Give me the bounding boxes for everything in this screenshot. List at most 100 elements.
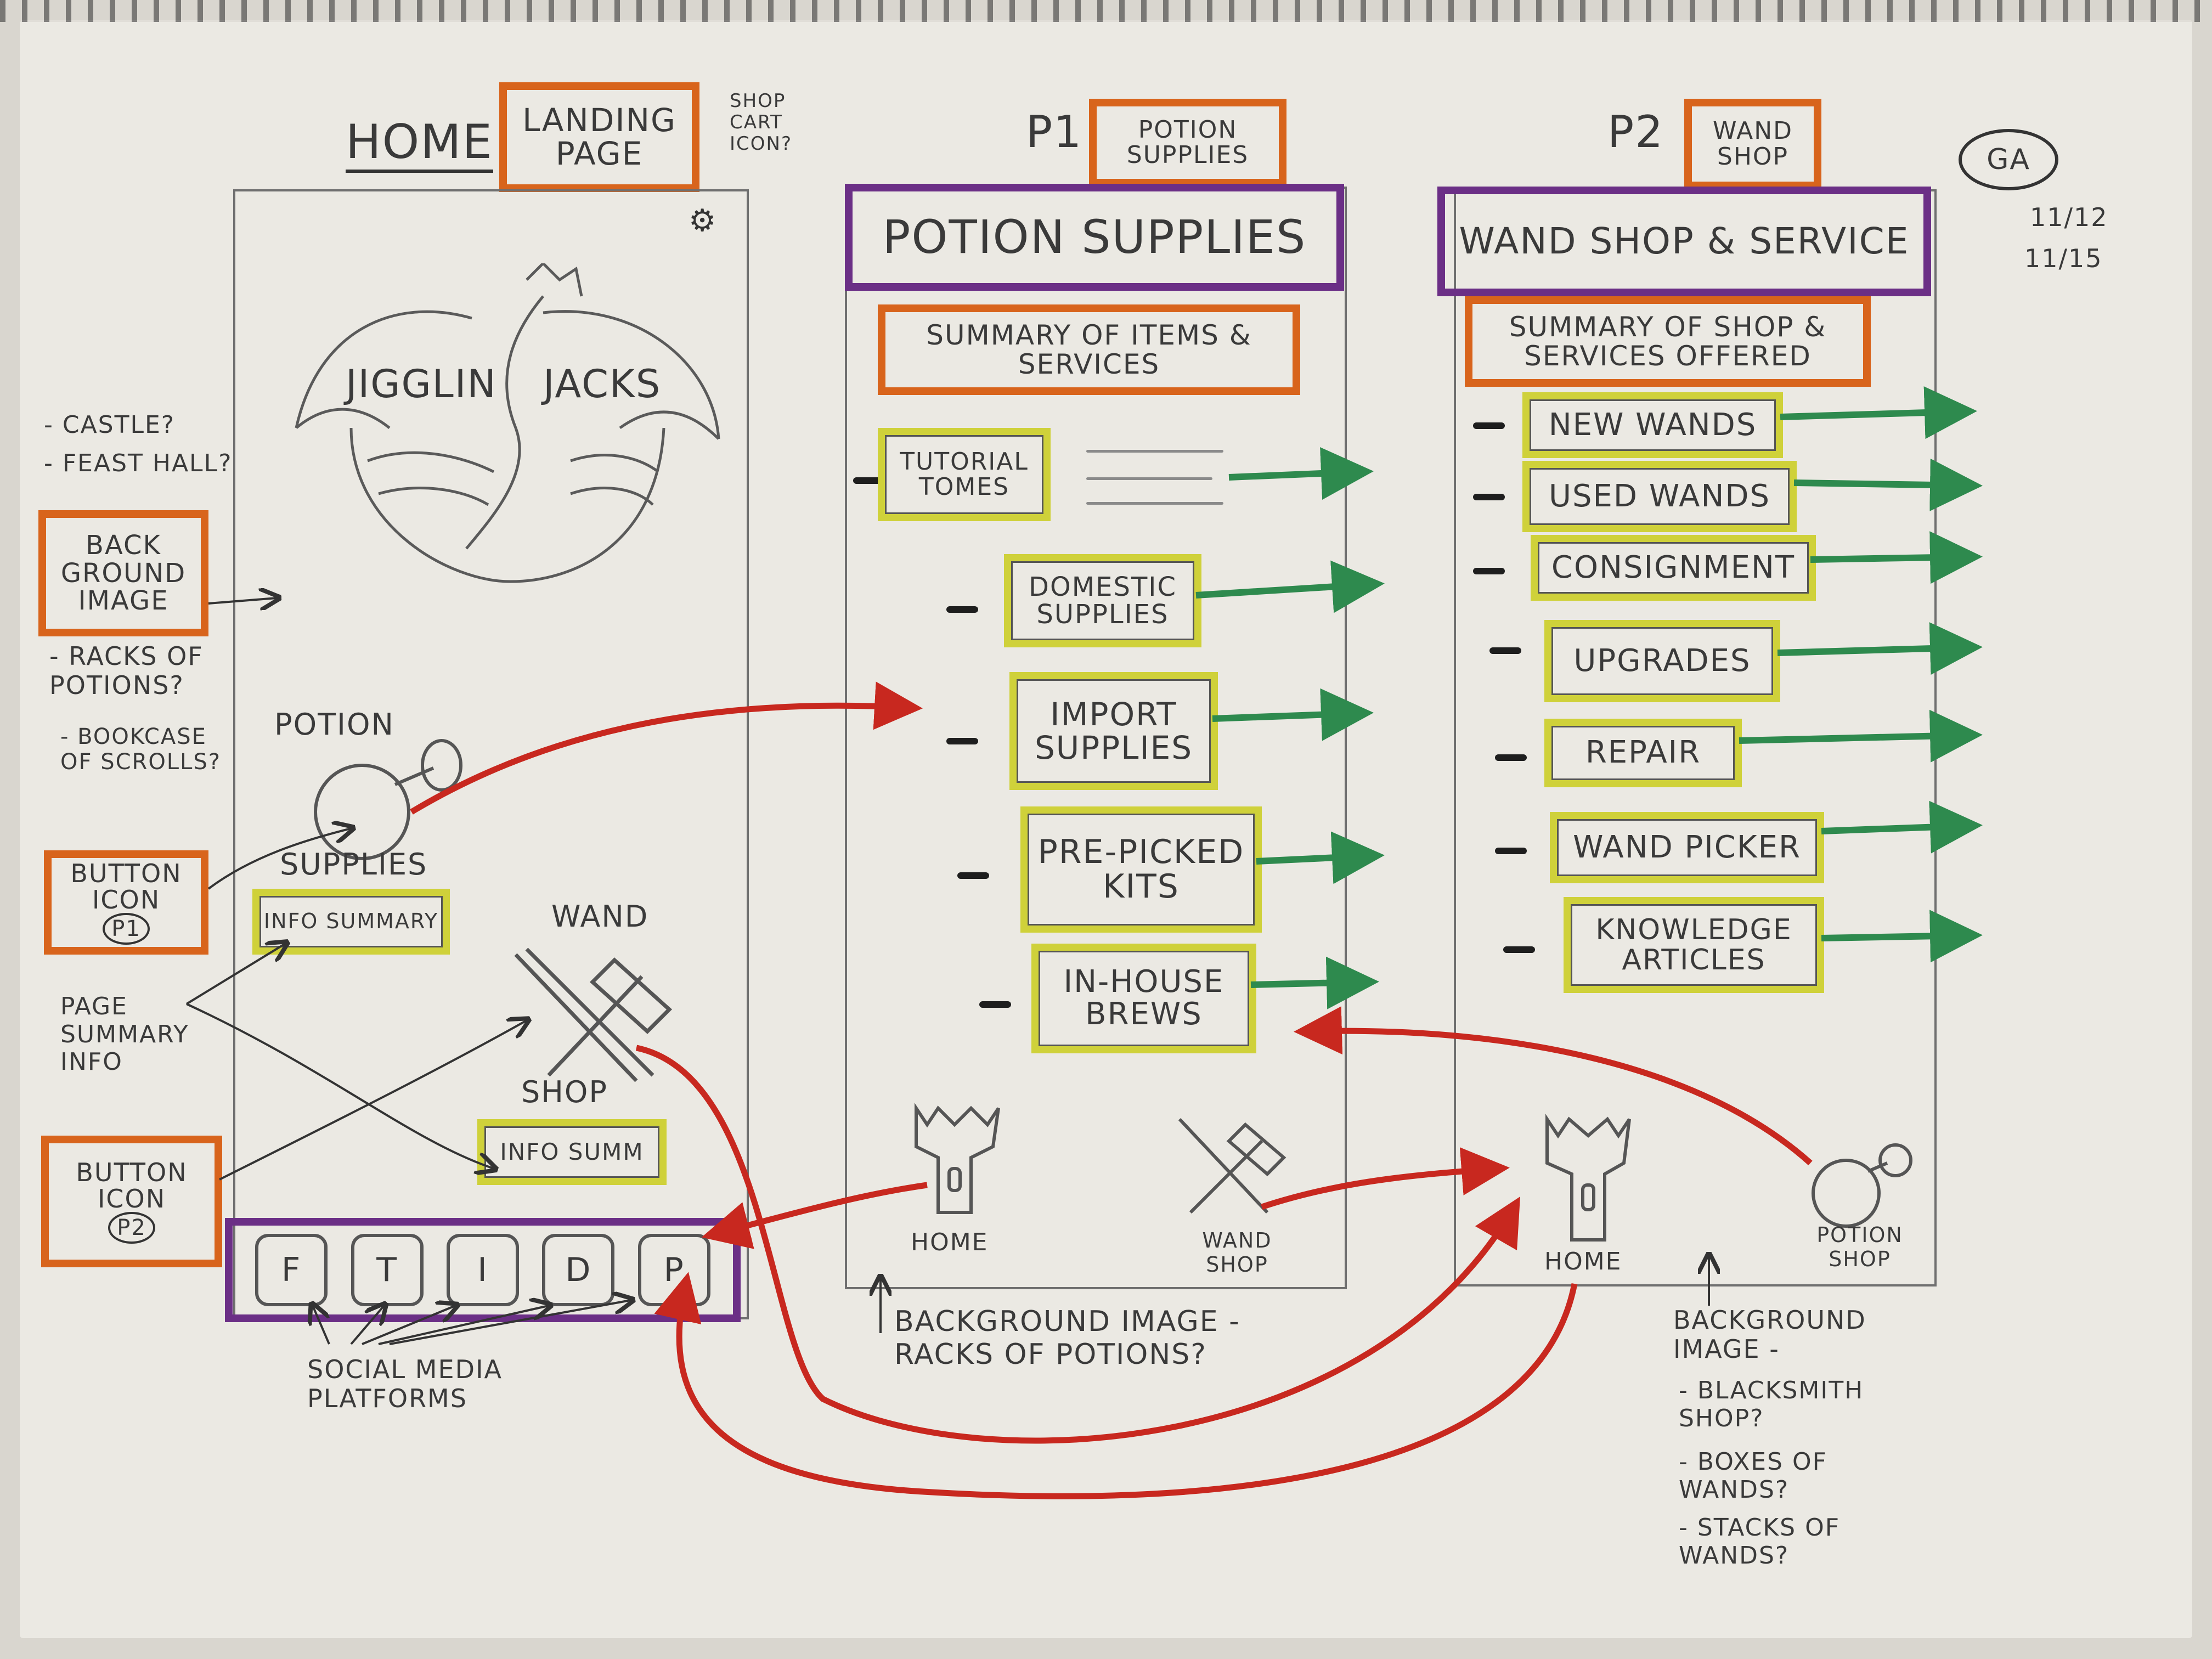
note-button-icon-p2-label: BUTTON ICON bbox=[76, 1157, 188, 1214]
p2-item-upgrades[interactable]: UPGRADES bbox=[1544, 620, 1780, 702]
p2-title-text: WAND SHOP & SERVICE bbox=[1459, 220, 1910, 263]
signature-date-2: 11/15 bbox=[2024, 244, 2103, 273]
p1-green-arrows bbox=[1195, 447, 1385, 1009]
p1-item-import-supplies[interactable]: IMPORT SUPPLIES bbox=[1009, 672, 1218, 790]
red-navigation-arrows bbox=[410, 681, 1813, 1499]
social-icon-3[interactable]: I bbox=[446, 1234, 519, 1306]
potion-flask-icon bbox=[314, 739, 462, 860]
logo-word-jacks: JACKS bbox=[543, 362, 662, 407]
p2-item-used-wands-text: USED WANDS bbox=[1548, 478, 1770, 514]
p1-nav-home-label: HOME bbox=[911, 1228, 989, 1256]
p1-bullet-3 bbox=[946, 738, 978, 744]
signature-date-1: 11/12 bbox=[2030, 202, 2108, 232]
p1-heading: P1 bbox=[1026, 106, 1083, 157]
signature-initials: GA bbox=[1959, 129, 2058, 190]
p1-scribble-3 bbox=[1086, 502, 1223, 505]
p1-bullet-2 bbox=[946, 606, 978, 613]
p2-bullet-7 bbox=[1503, 946, 1535, 953]
p2-summary-text: SUMMARY OF SHOP & SERVICES OFFERED bbox=[1509, 311, 1827, 372]
home-landing-tag-text: LANDING PAGE bbox=[522, 101, 676, 172]
p2-nav-home-button[interactable]: HOME bbox=[1536, 1114, 1646, 1278]
p1-item-import-supplies-text: IMPORT SUPPLIES bbox=[1034, 695, 1193, 766]
note-button-icon-p1-badge: P1 bbox=[103, 913, 150, 945]
p1-item-pre-picked-kits[interactable]: PRE-PICKED KITS bbox=[1020, 806, 1262, 933]
p2-item-wand-picker[interactable]: WAND PICKER bbox=[1550, 812, 1824, 883]
p1-item-tutorial-tomes[interactable]: TUTORIAL TOMES bbox=[878, 428, 1051, 521]
home-info-summary-1: INFO SUMMARY bbox=[252, 889, 450, 955]
potion-button-icon[interactable] bbox=[302, 735, 466, 867]
p2-tag: WAND SHOP bbox=[1684, 99, 1821, 189]
p2-bg-note-1: - BLACKSMITH SHOP? bbox=[1679, 1376, 1864, 1432]
p1-item-domestic-supplies-text: DOMESTIC SUPPLIES bbox=[1029, 571, 1177, 630]
shop-cart-note: SHOP CART ICON? bbox=[730, 90, 793, 155]
social-icon-1[interactable]: F bbox=[255, 1234, 328, 1306]
p2-item-consignment[interactable]: CONSIGNMENT bbox=[1531, 535, 1816, 601]
wand-label-bottom: SHOP bbox=[521, 1075, 608, 1109]
p1-tag-text: POTION SUPPLIES bbox=[1126, 115, 1249, 169]
p1-tag: POTION SUPPLIES bbox=[1089, 99, 1286, 187]
note-background-image-text: BACK GROUND IMAGE bbox=[60, 530, 187, 617]
p1-summary: SUMMARY OF ITEMS & SERVICES bbox=[878, 304, 1300, 395]
p1-item-in-house-brews[interactable]: IN-HOUSE BREWS bbox=[1031, 944, 1256, 1053]
note-button-icon-p1-label: BUTTON ICON bbox=[70, 858, 182, 915]
p2-item-upgrades-text: UPGRADES bbox=[1573, 642, 1751, 679]
p1-title-text: POTION SUPPLIES bbox=[882, 210, 1307, 264]
p2-bullet-6 bbox=[1495, 848, 1527, 854]
home-heading: HOME bbox=[346, 115, 493, 173]
logo-word-jigglin: JIGGLIN bbox=[346, 362, 497, 407]
p1-nav-home-button[interactable]: HOME bbox=[905, 1103, 1004, 1256]
p1-item-pre-picked-kits-text: PRE-PICKED KITS bbox=[1037, 833, 1245, 906]
p1-nav-wand-label: WAND SHOP bbox=[1202, 1228, 1272, 1277]
p2-bg-note-title: BACKGROUND IMAGE - bbox=[1673, 1305, 1866, 1364]
castle-tower-icon bbox=[915, 1103, 1000, 1214]
note-feast-hall: - FEAST HALL? bbox=[44, 449, 233, 477]
wand-shop-button-icon[interactable] bbox=[494, 944, 691, 1092]
p1-scribble-2 bbox=[1086, 477, 1212, 480]
p1-bullet-5 bbox=[979, 1001, 1011, 1008]
wand-hammer-icon bbox=[1178, 1118, 1286, 1214]
castle-tower-icon bbox=[1545, 1114, 1631, 1242]
p2-title-bar: WAND SHOP & SERVICE bbox=[1437, 187, 1931, 296]
p2-bullet-3 bbox=[1473, 568, 1505, 574]
p1-bullet-4 bbox=[957, 872, 989, 879]
p2-green-arrows bbox=[1739, 386, 1983, 963]
p1-item-in-house-brews-text: IN-HOUSE BREWS bbox=[1063, 964, 1224, 1032]
p2-item-new-wands[interactable]: NEW WANDS bbox=[1522, 392, 1783, 458]
p2-bg-note-3: - STACKS OF WANDS? bbox=[1679, 1514, 1841, 1570]
home-info-summary-2: INFO SUMM bbox=[477, 1119, 667, 1185]
p2-nav-potion-button[interactable]: POTION SHOP bbox=[1805, 1141, 1915, 1284]
p2-bullet-4 bbox=[1489, 647, 1521, 654]
hammer-wand-icon bbox=[514, 947, 673, 1082]
p2-nav-potion-label: POTION SHOP bbox=[1816, 1223, 1903, 1271]
p2-tag-text: WAND SHOP bbox=[1713, 117, 1793, 171]
p2-item-repair[interactable]: REPAIR bbox=[1544, 719, 1742, 787]
p1-bullet-1 bbox=[853, 477, 885, 484]
note-button-icon-p1: BUTTON ICON P1 bbox=[44, 850, 208, 955]
p2-nav-home-label: HOME bbox=[1544, 1248, 1622, 1276]
social-icon-4[interactable]: D bbox=[542, 1234, 615, 1306]
p1-item-tutorial-tomes-text: TUTORIAL TOMES bbox=[900, 447, 1029, 501]
note-button-icon-p2: BUTTON ICON P2 bbox=[41, 1136, 222, 1267]
p2-bullet-5 bbox=[1495, 754, 1527, 761]
p2-item-knowledge-articles[interactable]: KNOWLEDGE ARTICLES bbox=[1564, 897, 1824, 993]
note-background-image: BACK GROUND IMAGE bbox=[38, 510, 208, 636]
notebook-spiral bbox=[0, 0, 2212, 22]
p2-item-consignment-text: CONSIGNMENT bbox=[1551, 549, 1796, 585]
p1-background-note: BACKGROUND IMAGE - RACKS OF POTIONS? bbox=[894, 1305, 1240, 1371]
note-social-media: SOCIAL MEDIA PLATFORMS bbox=[307, 1355, 503, 1413]
note-racks-of-potions: - RACKS OF POTIONS? bbox=[49, 641, 204, 700]
p2-heading: P2 bbox=[1607, 106, 1664, 157]
p2-item-knowledge-articles-text: KNOWLEDGE ARTICLES bbox=[1595, 913, 1792, 977]
shop-cart-icon: ⚙ bbox=[689, 203, 716, 239]
p2-item-wand-picker-text: WAND PICKER bbox=[1573, 829, 1801, 865]
p1-nav-wand-button[interactable]: WAND SHOP bbox=[1169, 1108, 1311, 1278]
potion-flask-icon bbox=[1812, 1143, 1912, 1228]
note-button-icon-p2-badge: P2 bbox=[108, 1212, 155, 1244]
p2-bg-note-2: - BOXES OF WANDS? bbox=[1679, 1448, 1827, 1504]
p2-item-used-wands[interactable]: USED WANDS bbox=[1522, 461, 1797, 532]
p1-item-domestic-supplies[interactable]: DOMESTIC SUPPLIES bbox=[1004, 554, 1201, 647]
dragon-logo-art bbox=[285, 261, 730, 598]
note-castle: - CASTLE? bbox=[44, 411, 176, 439]
wand-label-top: WAND bbox=[551, 899, 649, 934]
